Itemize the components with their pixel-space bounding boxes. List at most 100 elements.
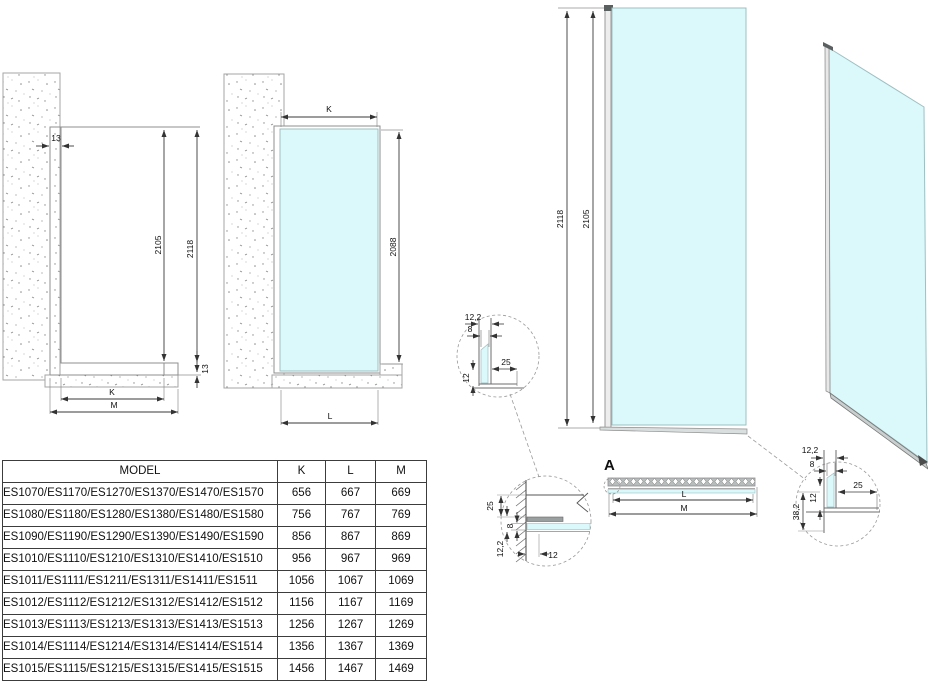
model-cell: ES1012/ES1112/ES1212/ES1312/ES1412/ES151… bbox=[2, 592, 278, 615]
table-row: ES1080/ES1180/ES1280/ES1380/ES1480/ES158… bbox=[2, 504, 427, 527]
detail-circle bbox=[500, 475, 592, 567]
section-bar-profile bbox=[607, 477, 756, 487]
dim-depth-25: 25 bbox=[485, 494, 527, 518]
m-cell: 969 bbox=[375, 548, 427, 571]
detail-leader-2 bbox=[747, 435, 807, 481]
glass-panel-3d bbox=[828, 47, 928, 464]
dim-label: 25 bbox=[485, 501, 495, 511]
section-label: A bbox=[604, 457, 615, 474]
wall-hatching bbox=[515, 481, 527, 563]
model-cell: ES1070/ES1170/ES1270/ES1370/ES1470/ES157… bbox=[2, 482, 278, 505]
dim-label: 8 bbox=[810, 459, 815, 469]
dim-label: K bbox=[109, 387, 115, 397]
dim-height-outer: 2118 bbox=[178, 130, 201, 376]
k-cell: 856 bbox=[277, 526, 326, 549]
dim-glass-thickness: 8 bbox=[505, 512, 527, 541]
dim-glass-thickness: 8 bbox=[467, 324, 502, 339]
k-cell: 1456 bbox=[277, 658, 326, 681]
dim-label: 2088 bbox=[388, 237, 398, 256]
dim-label: 2118 bbox=[185, 240, 195, 259]
l-cell: 1467 bbox=[325, 658, 376, 681]
table-row: ES1070/ES1170/ES1270/ES1370/ES1470/ES157… bbox=[2, 482, 427, 505]
m-cell: 1369 bbox=[375, 636, 427, 659]
wall-profile-3d bbox=[824, 44, 831, 394]
dim-height-inner: 2105 bbox=[581, 11, 596, 423]
floor-left bbox=[44, 374, 179, 388]
dim-profile-width: 12,2 bbox=[802, 445, 848, 461]
dim-width-k: K bbox=[60, 378, 165, 402]
model-dimension-table: MODEL K L M ES1070/ES1170/ES1270/ES1370/… bbox=[2, 460, 427, 681]
l-cell: 1067 bbox=[325, 570, 376, 593]
dim-label: 12,2 bbox=[802, 445, 819, 455]
k-cell: 1356 bbox=[277, 636, 326, 659]
k-cell: 1056 bbox=[277, 570, 326, 593]
detail-callout-circle bbox=[603, 477, 621, 495]
table-row: ES1012/ES1112/ES1212/ES1312/ES1412/ES151… bbox=[2, 592, 427, 615]
k-cell: 1156 bbox=[277, 592, 326, 615]
m-cell: 1069 bbox=[375, 570, 427, 593]
profile-strip bbox=[526, 516, 564, 522]
l-cell: 1367 bbox=[325, 636, 376, 659]
section-a: A L M bbox=[603, 457, 758, 517]
l-cell: 1167 bbox=[325, 592, 376, 615]
table-row: ES1010/ES1110/ES1210/ES1310/ES1410/ES151… bbox=[2, 548, 427, 571]
dim-total-height: 38,2 bbox=[791, 491, 824, 532]
m-cell: 1269 bbox=[375, 614, 427, 637]
dim-gap-top: 13 bbox=[36, 133, 74, 149]
wall-left bbox=[2, 72, 61, 381]
dim-width-m: M bbox=[608, 487, 758, 517]
dim-leg-length: 25 bbox=[492, 357, 517, 372]
m-cell: 669 bbox=[375, 482, 427, 505]
dim-label: L bbox=[682, 489, 687, 499]
model-cell: ES1090/ES1190/ES1290/ES1390/ES1490/ES159… bbox=[2, 526, 278, 549]
dim-label: 13 bbox=[51, 133, 61, 143]
l-cell: 1267 bbox=[325, 614, 376, 637]
dim-gap-bottom: 13 bbox=[194, 351, 210, 388]
dim-label: L bbox=[328, 411, 333, 421]
model-cell: ES1080/ES1180/ES1280/ES1380/ES1480/ES158… bbox=[2, 504, 278, 527]
detail-leader-1 bbox=[509, 393, 540, 478]
model-cell: ES1014/ES1114/ES1214/ES1314/ES1414/ES151… bbox=[2, 636, 278, 659]
dim-label: 25 bbox=[853, 480, 863, 490]
bottom-rail bbox=[599, 426, 748, 435]
dim-label: 38,2 bbox=[791, 503, 801, 520]
dim-height-inner: 2105 bbox=[153, 130, 167, 361]
header-l: L bbox=[325, 460, 376, 483]
dim-label: 2118 bbox=[555, 210, 565, 229]
spec-table: MODEL K L M ES1070/ES1170/ES1270/ES1370/… bbox=[2, 460, 427, 681]
dim-label: 13 bbox=[200, 364, 210, 374]
m-cell: 1469 bbox=[375, 658, 427, 681]
dim-profile-width: 12,2 bbox=[465, 312, 504, 327]
profile-cap bbox=[604, 5, 613, 11]
dim-profile-width: 12,2 bbox=[495, 506, 510, 557]
table-header-row: MODEL K L M bbox=[2, 460, 427, 483]
front-view-left: 13 2105 2118 13 K bbox=[2, 72, 210, 415]
profile-cap-3d bbox=[823, 42, 833, 51]
dim-width-k: K bbox=[280, 104, 378, 127]
k-cell: 756 bbox=[277, 504, 326, 527]
table-row: ES1015/ES1115/ES1215/ES1315/ES1415/ES151… bbox=[2, 658, 427, 681]
glass-edge bbox=[826, 472, 835, 508]
table-row: ES1014/ES1114/ES1214/ES1314/ES1414/ES151… bbox=[2, 636, 427, 659]
header-k: K bbox=[277, 460, 326, 483]
m-cell: 869 bbox=[375, 526, 427, 549]
detail-floor-profile: 12,2 8 25 12 bbox=[456, 312, 540, 398]
break-notch bbox=[576, 492, 589, 513]
dim-label: 2105 bbox=[153, 235, 163, 254]
dim-label: K bbox=[326, 104, 332, 114]
dim-leg-height: 12 bbox=[808, 477, 823, 520]
dim-width-m: M bbox=[49, 378, 179, 415]
detail-wall-profile: 25 8 12,2 12 bbox=[485, 475, 592, 567]
detail-circle bbox=[795, 461, 881, 547]
dim-label: 8 bbox=[505, 523, 515, 528]
header-model: MODEL bbox=[2, 460, 278, 483]
glass-panel bbox=[279, 128, 379, 372]
dim-label: 2105 bbox=[581, 209, 591, 228]
glass-edge bbox=[526, 523, 591, 530]
front-view-wall: K 2088 L bbox=[223, 73, 403, 426]
frame-outline bbox=[49, 126, 200, 376]
dim-height-outer: 2118 bbox=[555, 11, 570, 426]
dim-leg-length: 25 bbox=[838, 480, 877, 495]
dim-glass-height: 2088 bbox=[381, 129, 403, 365]
